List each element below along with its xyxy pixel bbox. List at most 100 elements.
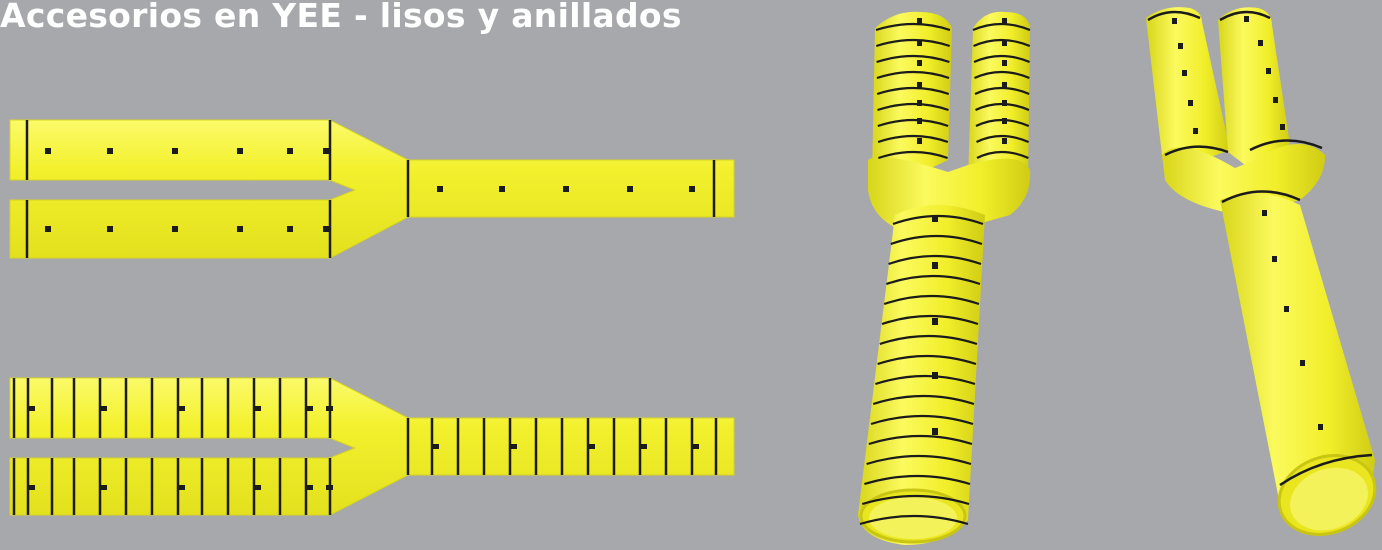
ring-line xyxy=(973,38,1031,48)
hole-mark xyxy=(437,186,443,192)
ring-line xyxy=(890,234,983,246)
hole-mark xyxy=(917,82,922,88)
ring-line xyxy=(879,334,978,346)
hole-mark xyxy=(917,60,922,66)
hole-mark xyxy=(326,485,333,490)
ring-line xyxy=(976,134,1030,144)
hole-mark xyxy=(1002,118,1007,124)
hole-mark xyxy=(172,148,178,154)
hole-mark xyxy=(917,138,922,144)
hole-mark xyxy=(1188,100,1193,106)
yee-ringed-3d-view xyxy=(858,11,1031,545)
joint-line xyxy=(1164,145,1229,157)
ring-line xyxy=(877,354,977,366)
hole-mark xyxy=(1266,68,1271,74)
hole-mark xyxy=(100,485,107,490)
ring-line xyxy=(866,454,972,466)
hole-mark xyxy=(1273,97,1278,103)
hole-mark xyxy=(254,485,261,490)
joint-line xyxy=(1221,190,1301,204)
hole-mark xyxy=(1002,18,1007,24)
hole-mark xyxy=(932,318,938,325)
hole-mark xyxy=(107,148,113,154)
yee-body xyxy=(9,119,735,259)
hole-mark xyxy=(1300,360,1305,366)
ring-line xyxy=(875,374,976,386)
ring-line xyxy=(975,102,1030,112)
left-branch xyxy=(872,11,952,190)
ring-line xyxy=(974,70,1030,80)
hole-mark xyxy=(287,148,293,154)
ring-line xyxy=(976,150,1029,160)
ring-line xyxy=(861,494,970,506)
joint-line xyxy=(1249,139,1323,152)
hole-mark xyxy=(692,444,699,449)
joint-lines xyxy=(1147,10,1373,487)
hole-mark xyxy=(917,18,922,24)
hole-marks xyxy=(28,406,699,490)
hole-mark xyxy=(932,215,938,222)
hole-mark xyxy=(178,406,185,411)
joint-line xyxy=(1279,453,1373,487)
ring-line xyxy=(975,118,1030,128)
ring-line xyxy=(888,254,982,266)
hole-marks xyxy=(917,18,1007,435)
ring-line xyxy=(877,118,949,128)
ring-line xyxy=(883,294,980,306)
hole-mark xyxy=(1284,306,1289,312)
joint-lines xyxy=(25,120,716,258)
yee-body xyxy=(9,377,735,516)
hole-mark xyxy=(510,444,517,449)
hole-mark xyxy=(287,226,293,232)
ring-line xyxy=(868,434,973,446)
hole-mark xyxy=(254,406,261,411)
hole-marks xyxy=(45,148,695,232)
hole-mark xyxy=(588,444,595,449)
hole-mark xyxy=(917,118,922,124)
left-branch xyxy=(1146,7,1230,170)
hole-mark xyxy=(1182,70,1187,76)
hole-mark xyxy=(432,444,439,449)
hole-mark xyxy=(689,186,695,192)
hole-mark xyxy=(1172,18,1177,24)
hole-mark xyxy=(1244,16,1249,22)
hole-mark xyxy=(917,40,922,46)
joint-line xyxy=(1147,10,1201,22)
hole-mark xyxy=(237,226,243,232)
hole-mark xyxy=(1280,124,1285,130)
hole-mark xyxy=(563,186,569,192)
hole-mark xyxy=(100,406,107,411)
hole-mark xyxy=(107,226,113,232)
hole-mark xyxy=(178,485,185,490)
ring-line xyxy=(886,274,981,286)
hole-mark xyxy=(306,406,313,411)
hole-mark xyxy=(1318,424,1323,430)
hole-mark xyxy=(1002,60,1007,66)
joint-line xyxy=(1219,10,1271,22)
hole-mark xyxy=(917,100,922,106)
hole-mark xyxy=(45,226,51,232)
yee-smooth-flat-view xyxy=(9,119,735,259)
junction xyxy=(1162,144,1326,215)
ring-lines xyxy=(859,22,1031,526)
hole-mark xyxy=(326,406,333,411)
ring-line xyxy=(876,54,950,64)
hole-mark xyxy=(1272,256,1277,262)
hole-mark xyxy=(499,186,505,192)
hole-mark xyxy=(323,148,329,154)
hole-mark xyxy=(932,262,938,269)
hole-mark xyxy=(1002,138,1007,144)
hole-mark xyxy=(932,372,938,379)
hole-mark xyxy=(172,226,178,232)
yee-smooth-3d-view xyxy=(1146,7,1377,536)
hole-mark xyxy=(45,148,51,154)
ring-line xyxy=(974,86,1030,96)
main-trunk xyxy=(1220,193,1375,526)
hole-mark xyxy=(28,485,35,490)
hole-mark xyxy=(1002,82,1007,88)
ring-line xyxy=(877,102,949,112)
hole-mark xyxy=(237,148,243,154)
hole-mark xyxy=(1002,40,1007,46)
hole-mark xyxy=(640,444,647,449)
hole-mark xyxy=(28,406,35,411)
